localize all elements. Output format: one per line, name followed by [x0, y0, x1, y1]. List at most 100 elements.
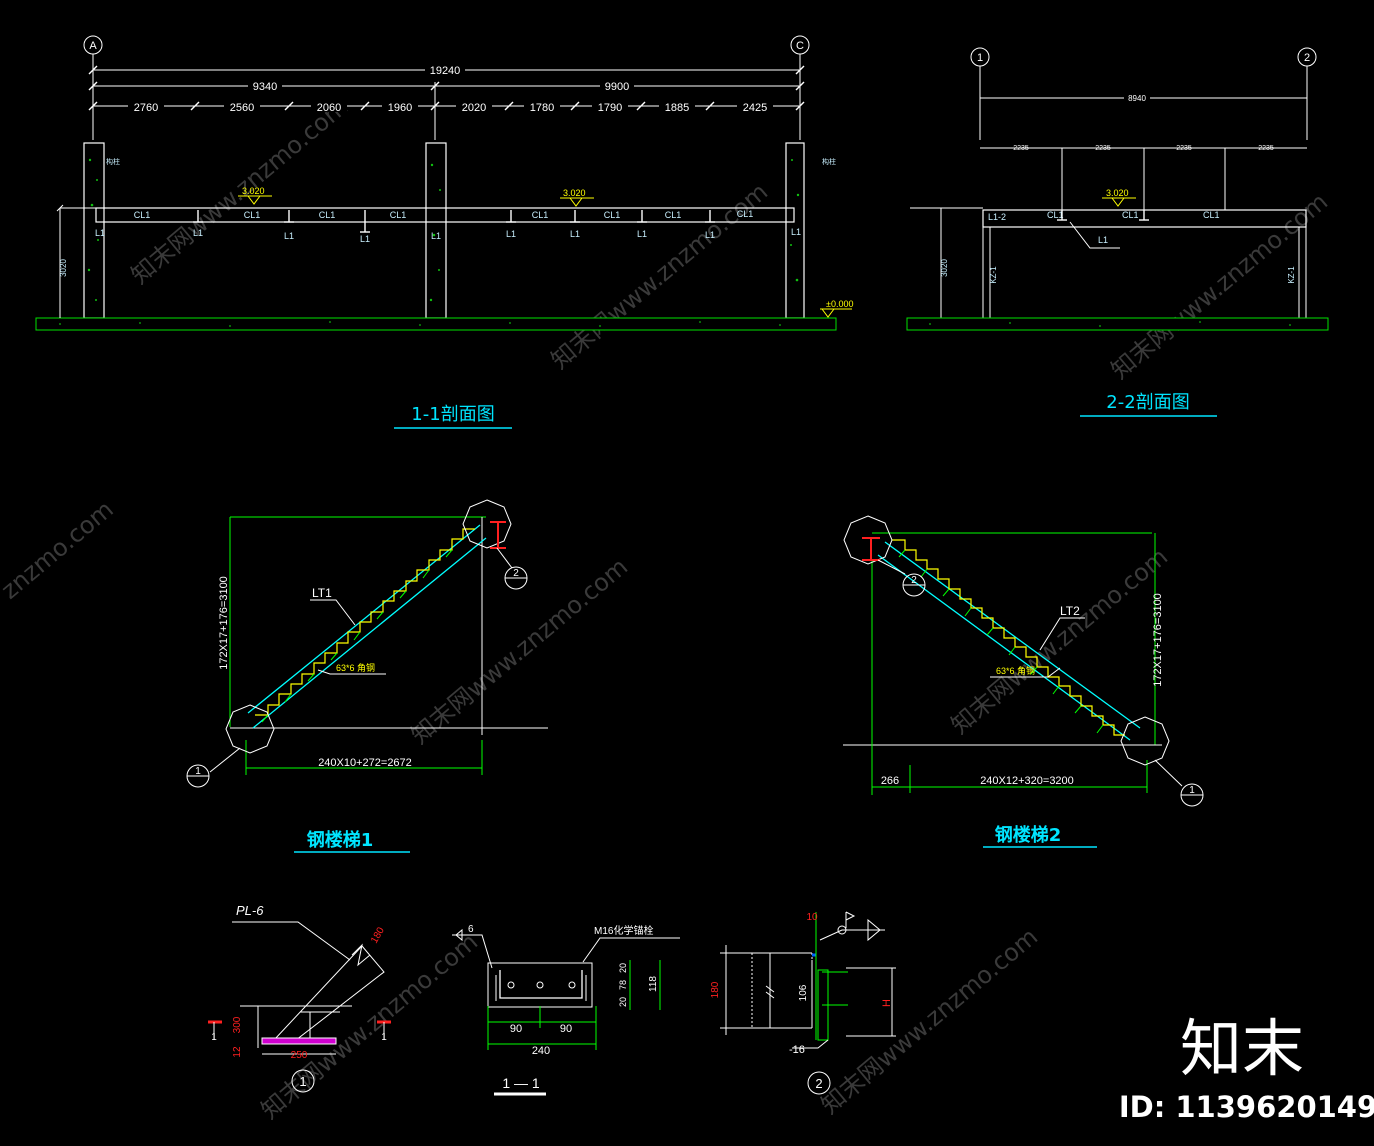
dim-10: 10	[806, 912, 818, 923]
beam-labels: CL1 CL1 CL1 CL1 CL1 CL1 CL1 CL1	[134, 209, 754, 220]
detail-tag: 2	[911, 575, 917, 586]
detail-1-1: 6 M16化学锚栓 90 90 240 20 78 20 118 1 — 1	[452, 924, 680, 1096]
beam-label: CL1	[1203, 210, 1220, 220]
col-note: 构柱	[106, 157, 120, 166]
detail-number: 2	[815, 1076, 822, 1091]
stair-title: 钢楼梯2	[995, 824, 1062, 846]
dim-240: 240	[532, 1045, 550, 1057]
section-title: 2-2剖面图	[1106, 392, 1189, 413]
base-plate	[261, 1037, 337, 1045]
axis-bubble	[790, 35, 810, 55]
cut-title: 1 — 1	[502, 1075, 540, 1091]
section-title: 1-1剖面图	[411, 404, 494, 425]
detail-tag: 2	[513, 568, 519, 579]
col-note: 构柱	[822, 157, 836, 166]
dim-width: 240X10+272=2672	[318, 757, 412, 769]
detail-tag: 1	[195, 766, 201, 777]
beam-label: L1-2	[988, 212, 1006, 222]
brand-logo: 知末	[1180, 1012, 1304, 1085]
dim-left: 9340	[253, 81, 277, 93]
svg-text:CL1: CL1	[604, 210, 621, 220]
svg-text:2235: 2235	[1258, 145, 1274, 152]
detail-number: 1	[299, 1074, 306, 1089]
watermark-text: 知末网www.znzmo.com	[256, 928, 483, 1125]
joist-labels: L1 L1 L1 L1 L1 L1 L1 L1 L1 L1	[95, 227, 801, 244]
axis-label: C	[796, 40, 804, 52]
plate-thk: -16	[789, 1044, 805, 1056]
dim-detail: 2760	[134, 102, 158, 114]
svg-text:L1: L1	[506, 229, 516, 239]
svg-text:L1: L1	[791, 227, 801, 237]
svg-text:CL1: CL1	[390, 210, 407, 220]
svg-text:CL1: CL1	[532, 210, 549, 220]
svg-text:2235: 2235	[1176, 145, 1192, 152]
elevation-mark: ±0.000	[820, 299, 853, 318]
dim-detail: 2425	[743, 102, 767, 114]
dim-detail: 1780	[530, 102, 554, 114]
svg-text:2235: 2235	[1095, 145, 1111, 152]
height-dim: 3020	[940, 259, 949, 277]
svg-text:20: 20	[618, 963, 628, 973]
svg-text:3.020: 3.020	[1106, 188, 1129, 198]
svg-text:L1: L1	[570, 229, 580, 239]
svg-text:L1: L1	[705, 230, 715, 240]
svg-text:CL1: CL1	[665, 210, 682, 220]
dim-90: 90	[510, 1023, 522, 1035]
joist-marks	[193, 210, 715, 233]
dim-detail: 2560	[230, 102, 254, 114]
dim-detail: 1790	[598, 102, 622, 114]
dim-90: 90	[560, 1023, 572, 1035]
svg-text:CL1: CL1	[244, 210, 261, 220]
watermark-text: 知末网www.znzmo.com	[816, 923, 1043, 1120]
beam-cl1	[95, 207, 795, 223]
dim-width: 240X12+320=3200	[980, 775, 1074, 787]
axis-label: 1	[977, 52, 983, 64]
dim-180: 180	[369, 925, 387, 945]
dim-300: 300	[232, 1016, 243, 1033]
dim-250: 250	[291, 1050, 308, 1061]
section-2-2: 1 2 8940 2235 2235 2235 2235 KZ-1 KZ-1 3…	[906, 47, 1329, 417]
svg-text:L1: L1	[95, 228, 105, 238]
svg-text:L1: L1	[284, 231, 294, 241]
watermark-text: 知末网www.znzmo.com	[406, 553, 633, 750]
stair-steps	[255, 528, 475, 716]
svg-text:L1: L1	[360, 234, 370, 244]
dim-H: H	[881, 999, 893, 1007]
dim-detail: 2060	[317, 102, 341, 114]
svg-text:118: 118	[648, 976, 659, 992]
dim-total: 8940	[1128, 94, 1146, 103]
stair-title: 钢楼梯1	[307, 829, 374, 851]
dim-right: 9900	[605, 81, 629, 93]
brand-id: ID: 1139620149	[1119, 1090, 1374, 1124]
elevation-mark: 3.020	[1102, 188, 1136, 207]
weld-size: 6	[468, 924, 474, 935]
dim-detail: 1960	[388, 102, 412, 114]
angle-note: 63*6 角钢	[996, 665, 1035, 676]
dim-180: 180	[710, 981, 721, 998]
watermark-text: 知末网www.znzmo.com	[946, 543, 1173, 740]
watermark-text: 知末网www.znzmo.com	[126, 93, 353, 290]
svg-text:78: 78	[618, 980, 628, 990]
ground-slab	[35, 317, 837, 331]
col-label: KZ-1	[1287, 266, 1296, 284]
stair-label: LT2	[1060, 604, 1080, 618]
dim-12: 12	[232, 1046, 243, 1058]
dim-total: 19240	[430, 65, 461, 77]
svg-text:3.020: 3.020	[563, 188, 586, 198]
plate-label: PL-6	[236, 903, 264, 918]
svg-text:3.020: 3.020	[242, 186, 265, 196]
angle-note: 63*6 角钢	[336, 662, 375, 673]
watermark-text: znzmo.com	[0, 495, 119, 604]
svg-text:±0.000: ±0.000	[826, 299, 853, 309]
dim-detail: 2020	[462, 102, 486, 114]
cut-mark: 1	[211, 1032, 217, 1043]
dim-height: 172X17+176=3100	[1152, 593, 1164, 687]
dim-offset: 266	[881, 775, 899, 787]
svg-text:L1: L1	[431, 231, 441, 241]
stair-label: LT1	[312, 586, 332, 600]
svg-text:CL1: CL1	[319, 210, 336, 220]
watermarks: 知末网www.znzmo.com 知末网www.znzmo.com 知末网www…	[0, 93, 1333, 1125]
axis-bubble	[970, 47, 990, 67]
watermark-text: 知末网www.znzmo.com	[546, 178, 773, 375]
